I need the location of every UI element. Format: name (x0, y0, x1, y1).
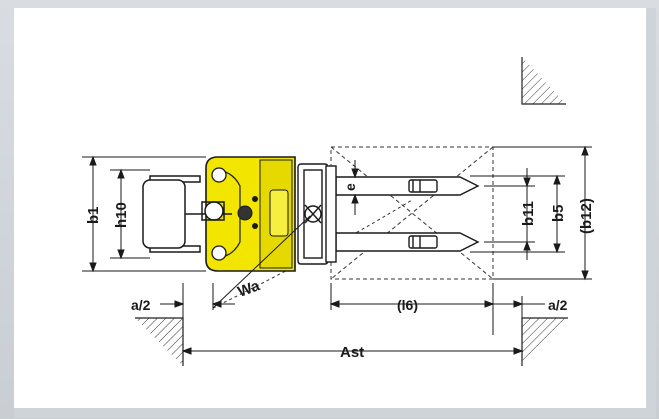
label-wa: Wa (236, 277, 263, 301)
label-e: e (342, 183, 358, 191)
label-b11: b11 (520, 201, 537, 226)
label-ast: Ast (340, 344, 364, 361)
tiller-handle (142, 175, 232, 253)
wall-corner-bottom-left (135, 317, 184, 366)
label-b5: b5 (550, 204, 567, 222)
wall-corner-bottom-right (521, 317, 568, 366)
label-h10: h10 (113, 202, 130, 228)
fork-carriage (297, 163, 337, 265)
label-l6: (l6) (397, 297, 418, 313)
dimension-lines (82, 145, 592, 358)
wall-corner-top-right (521, 57, 566, 105)
label-a2-right: a/2 (548, 297, 568, 313)
label-a2-left: a/2 (131, 297, 151, 313)
label-b12: (b12) (578, 198, 595, 234)
label-b1: b1 (85, 206, 102, 224)
